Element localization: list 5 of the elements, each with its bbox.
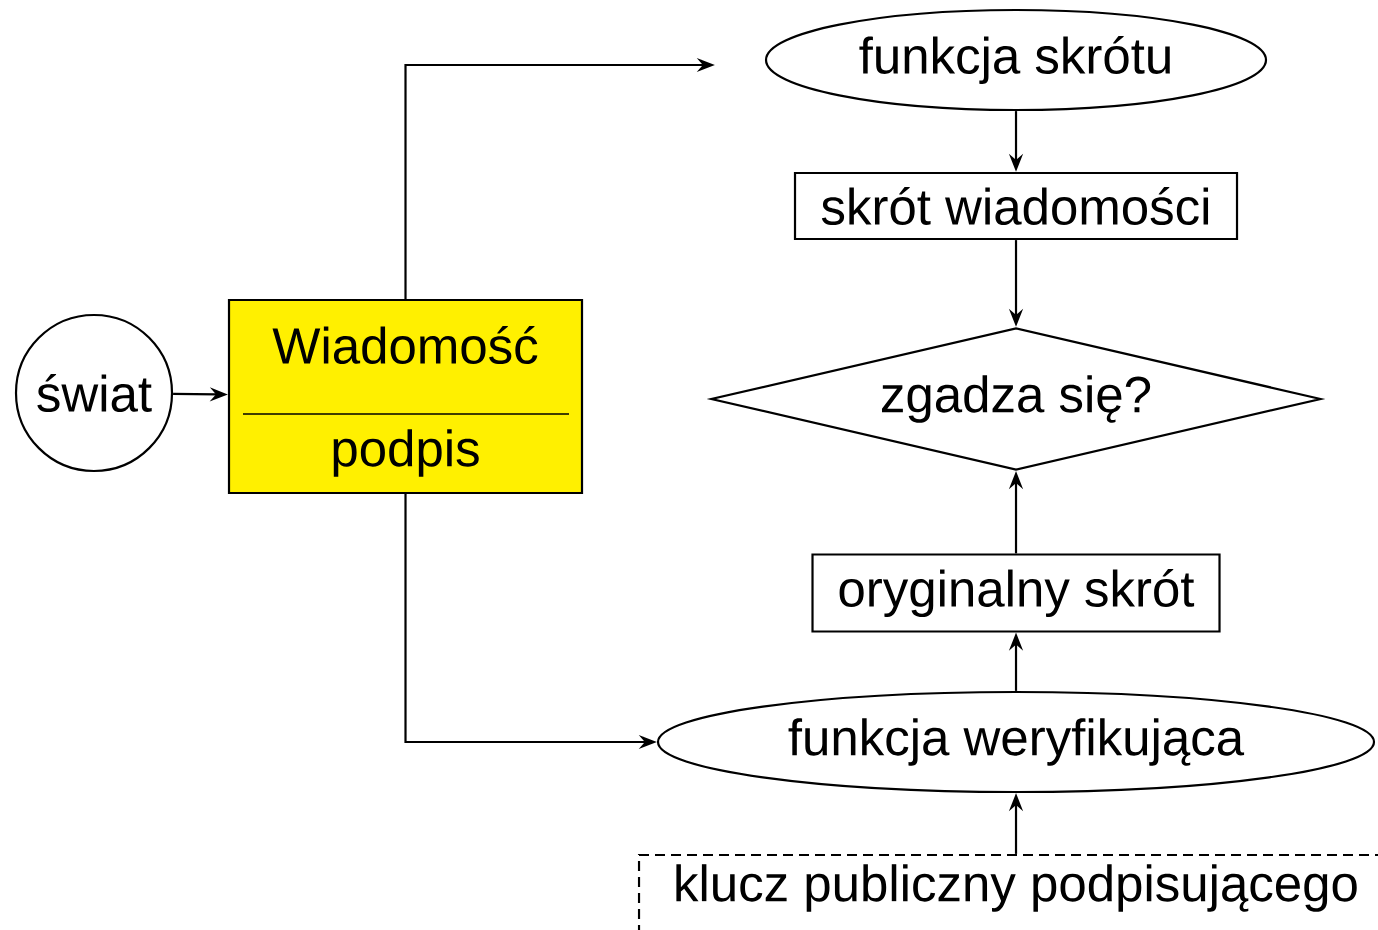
data-box: oryginalny skrót: [811, 553, 1221, 633]
circle-node: świat: [14, 313, 174, 473]
data-box: skrót wiadomości: [793, 171, 1239, 241]
message-box: Wiadomość podpis: [227, 298, 584, 495]
input-box: klucz publiczny podpisującego: [637, 853, 1378, 930]
